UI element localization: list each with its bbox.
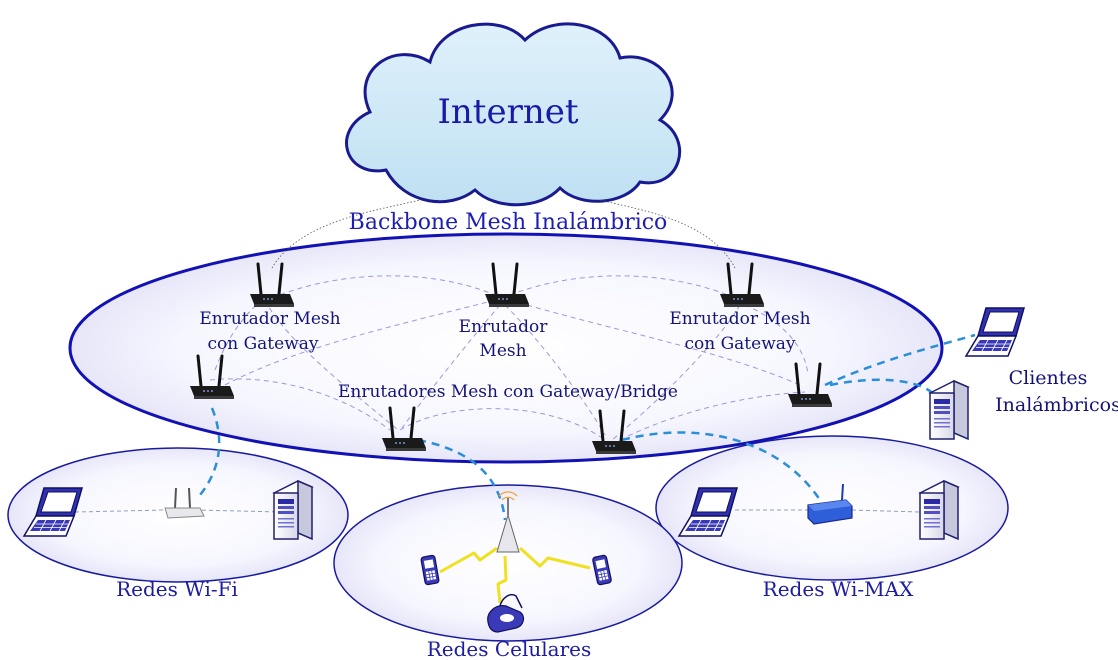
router-gateway-left-label-line2: con Gateway xyxy=(207,334,318,354)
clients-label-line2: Inalámbricos xyxy=(995,394,1118,416)
router-mesh-center-label-line2: Mesh xyxy=(479,341,526,361)
wifi-desktop-icon xyxy=(273,480,313,540)
wimax-base-station-icon xyxy=(807,483,853,525)
internet-cloud: Internet xyxy=(345,22,682,207)
bridge-routers-label: Enrutadores Mesh con Gateway/Bridge xyxy=(338,382,678,402)
cellular-signal-links xyxy=(439,546,591,604)
wifi-network-label: Redes Wi-Fi xyxy=(116,577,238,601)
cell-tower-icon xyxy=(496,491,520,553)
cellular-network-ellipse xyxy=(333,484,683,642)
cellular-network-label: Redes Celulares xyxy=(427,637,592,660)
router-gateway-right-label-line2: con Gateway xyxy=(684,334,795,354)
router-gateway-left-label-line1: Enrutador Mesh xyxy=(199,309,340,329)
wifi-access-point-icon xyxy=(164,487,205,519)
internet-uplinks xyxy=(271,199,736,269)
cell-flip-phone-icon xyxy=(487,594,525,633)
client-desktop-icon xyxy=(929,380,969,440)
cellular-network xyxy=(333,484,683,642)
backbone-mesh xyxy=(68,199,944,464)
clients-label-line1: Clientes xyxy=(1009,367,1088,389)
router-mesh-center-label-line1: Enrutador xyxy=(459,317,549,337)
wimax-desktop-icon xyxy=(919,480,959,540)
wimax-network-label: Redes Wi-MAX xyxy=(763,577,914,601)
wireless-links xyxy=(199,333,976,521)
internet-label: Internet xyxy=(437,92,578,132)
client-laptop-icon xyxy=(965,307,1025,357)
backbone-title: Backbone Mesh Inalámbrico xyxy=(349,210,668,235)
router-gateway-right-label-line1: Enrutador Mesh xyxy=(669,309,810,329)
backbone-ellipse xyxy=(68,232,944,464)
mesh-links xyxy=(209,275,809,441)
